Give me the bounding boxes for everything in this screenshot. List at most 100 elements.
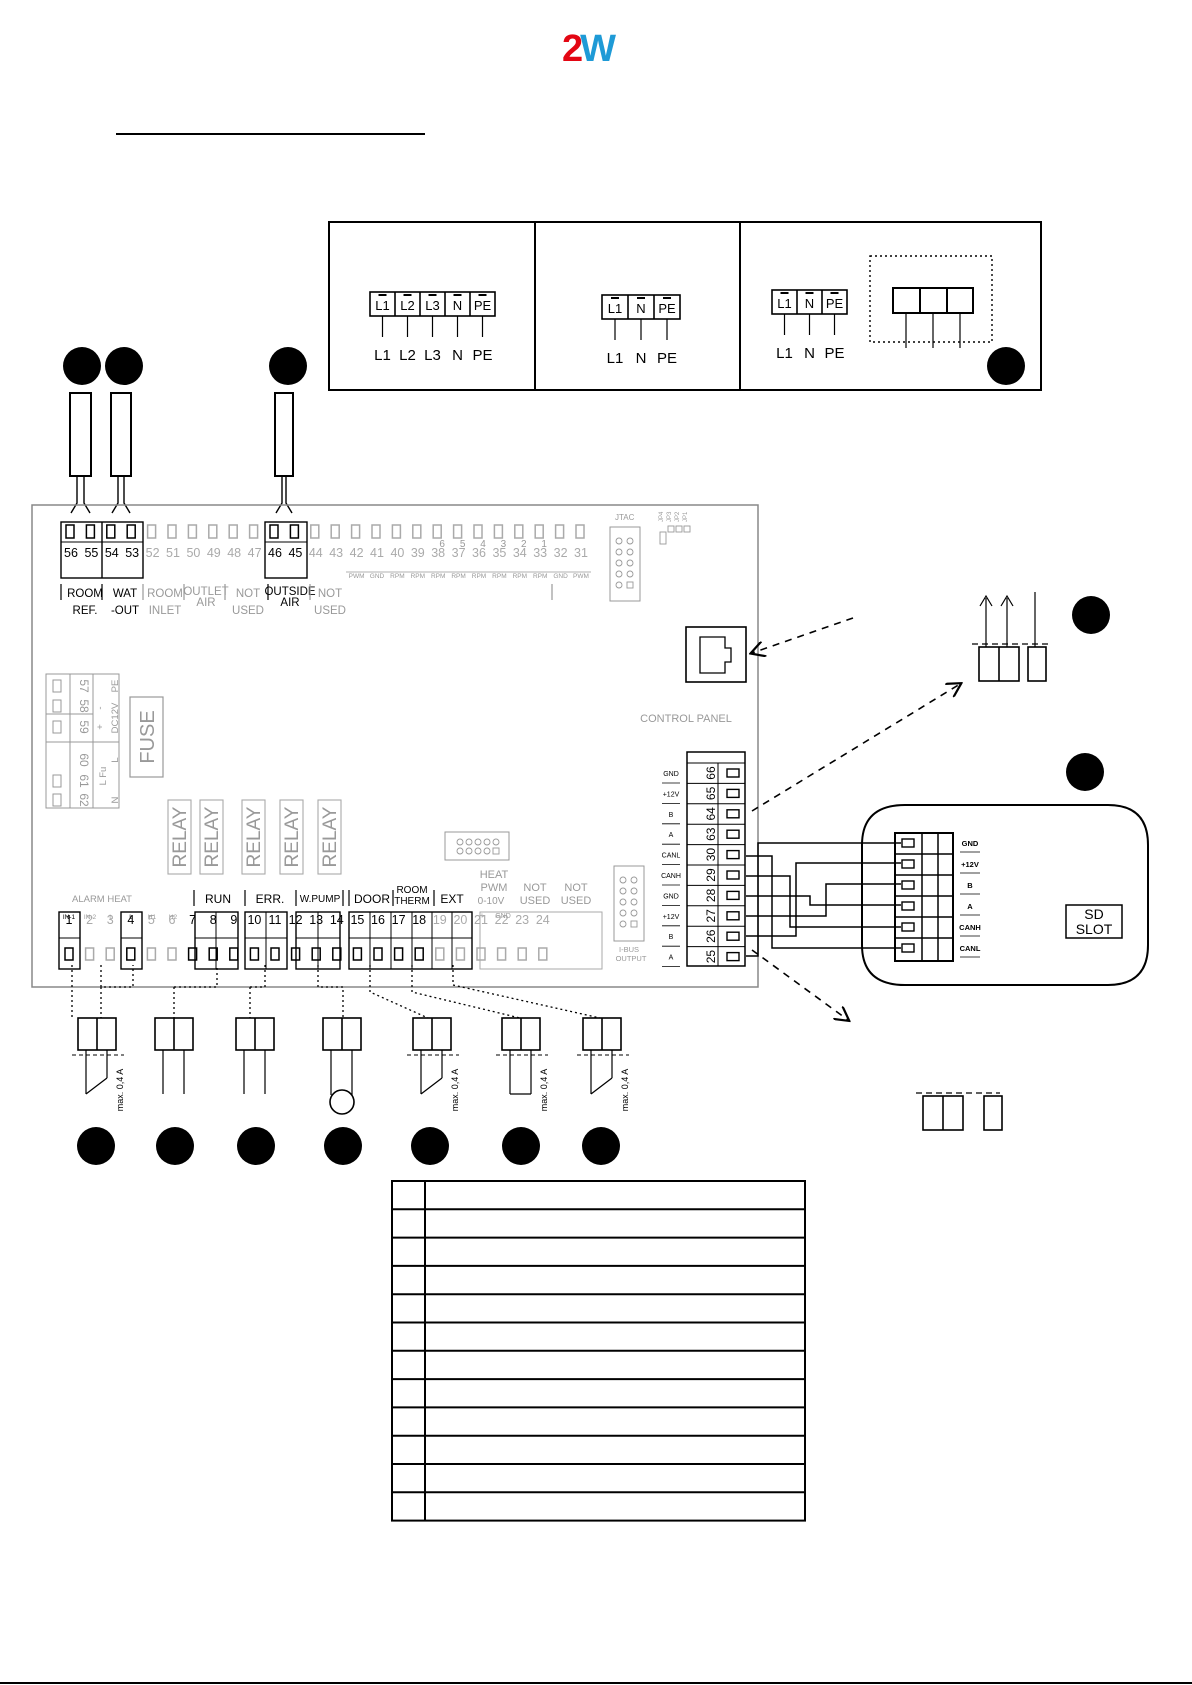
terminal-sub-label: H1 bbox=[148, 914, 157, 921]
power-label: + bbox=[95, 724, 106, 730]
terminal-screw bbox=[901, 943, 915, 953]
terminal-number: 10 bbox=[247, 913, 261, 927]
terminal-label: N bbox=[805, 296, 814, 311]
footer-rule bbox=[0, 1682, 1192, 1684]
group-label: EXT bbox=[440, 892, 464, 906]
terminal-number: 8 bbox=[210, 913, 217, 927]
jumper-label: JP4 bbox=[659, 511, 665, 522]
marker-dot bbox=[156, 1127, 194, 1165]
terminal-number: 55 bbox=[84, 546, 98, 560]
marker-dot bbox=[582, 1127, 620, 1165]
terminal-number: 37 bbox=[452, 546, 466, 560]
relay-label: RELAY bbox=[244, 806, 265, 867]
terminal-screw bbox=[352, 947, 363, 961]
terminal-sub-label: PWM bbox=[349, 573, 365, 580]
terminal-label: L1 bbox=[777, 296, 791, 311]
terminal-number: 66 bbox=[704, 766, 718, 780]
marker-dot bbox=[269, 347, 307, 385]
terminal-number: 27 bbox=[704, 909, 718, 923]
jumper-label: JP2 bbox=[675, 511, 681, 522]
terminal-number: 44 bbox=[309, 546, 323, 560]
terminal-screw bbox=[435, 947, 445, 961]
marker-dot bbox=[411, 1127, 449, 1165]
marker-dot bbox=[987, 347, 1025, 385]
dashed-arrows bbox=[752, 617, 960, 1020]
wire-label: L1 bbox=[776, 345, 793, 362]
terminal-number: 38 bbox=[431, 546, 445, 560]
center-header bbox=[444, 831, 510, 861]
terminal-sub-label: GND bbox=[553, 573, 568, 580]
power-label: L Fu bbox=[98, 767, 109, 786]
legend-table bbox=[391, 1180, 806, 1522]
group-label: DOOR bbox=[354, 892, 390, 906]
terminal-number: 5 bbox=[148, 913, 155, 927]
terminal-screw bbox=[126, 947, 136, 961]
terminal-number: 65 bbox=[704, 786, 718, 800]
wire-label: N bbox=[804, 345, 815, 362]
terminal-screw bbox=[726, 931, 740, 941]
terminal-screw bbox=[432, 524, 442, 539]
terminal-sub-label: RPM bbox=[472, 573, 486, 580]
sensor-group-label: NOT bbox=[318, 588, 342, 600]
group-label: ERR. bbox=[256, 892, 285, 906]
jtag-connector: JTAC bbox=[609, 513, 641, 602]
wire-label: PE bbox=[657, 350, 677, 367]
bus-wiring bbox=[746, 842, 901, 957]
terminal-screw bbox=[554, 524, 565, 539]
terminal-number: 41 bbox=[370, 546, 384, 560]
wire-label: N bbox=[452, 347, 463, 364]
terminal-label: PE bbox=[826, 296, 844, 311]
terminal-highlight bbox=[58, 911, 81, 970]
terminal-label: N bbox=[453, 298, 462, 313]
terminal-number: 28 bbox=[704, 888, 718, 902]
marker-dot bbox=[324, 1127, 362, 1165]
terminal-screw bbox=[452, 524, 463, 539]
terminal-number: 60 bbox=[77, 753, 91, 767]
terminal-label: +12V bbox=[663, 791, 680, 798]
terminal-screw bbox=[726, 890, 740, 901]
wire-label: PE bbox=[824, 345, 844, 362]
jumper-pin bbox=[659, 531, 667, 545]
terminal-number: 45 bbox=[288, 546, 302, 560]
terminal-number: 63 bbox=[704, 827, 718, 841]
terminal-screw bbox=[575, 524, 585, 539]
terminal-label: CANL bbox=[960, 944, 981, 953]
marker-dot bbox=[77, 1127, 115, 1165]
terminal-screw bbox=[269, 524, 279, 539]
terminal-screw bbox=[726, 870, 740, 880]
sensor-group-label: NOT bbox=[236, 588, 260, 600]
terminal-sub-label: RPM bbox=[492, 573, 506, 580]
svg-text:FUSE: FUSE bbox=[137, 710, 159, 763]
terminal-screw bbox=[373, 947, 383, 961]
marker-dot bbox=[1066, 753, 1104, 791]
relay bbox=[241, 799, 266, 875]
terminal-screw bbox=[146, 947, 157, 961]
terminal-label: B bbox=[967, 881, 973, 890]
terminal-sub-label: GND bbox=[370, 573, 385, 580]
terminal-label: L1 bbox=[608, 301, 622, 316]
terminal-number: 49 bbox=[207, 546, 221, 560]
terminal-label: GND bbox=[663, 771, 679, 778]
terminal-number: 51 bbox=[166, 546, 180, 560]
terminal-screw bbox=[208, 524, 218, 539]
terminal-number: 4 bbox=[127, 913, 134, 927]
terminal-sub-label: RPM bbox=[513, 573, 527, 580]
terminal-screw bbox=[412, 524, 422, 539]
terminal-screw bbox=[167, 947, 177, 961]
relay-label: RELAY bbox=[320, 806, 341, 867]
rpm-number: 5 bbox=[460, 539, 466, 550]
terminal-label: GND bbox=[663, 893, 679, 900]
control-board-outline bbox=[31, 504, 759, 988]
terminal-number: 7 bbox=[189, 913, 196, 927]
terminal-number: 11 bbox=[269, 913, 282, 927]
terminal-screw bbox=[106, 524, 116, 539]
terminal-number: 3 bbox=[107, 913, 114, 927]
terminal-number: 46 bbox=[268, 546, 282, 560]
terminal-screw bbox=[726, 809, 740, 819]
terminal-screw bbox=[167, 524, 177, 539]
terminal-number: 58 bbox=[77, 699, 91, 713]
load-note: max. 0,4 A bbox=[539, 1069, 549, 1112]
rpm-number: 3 bbox=[501, 539, 507, 550]
terminal-screw bbox=[85, 524, 96, 539]
terminal-screw bbox=[455, 947, 466, 961]
